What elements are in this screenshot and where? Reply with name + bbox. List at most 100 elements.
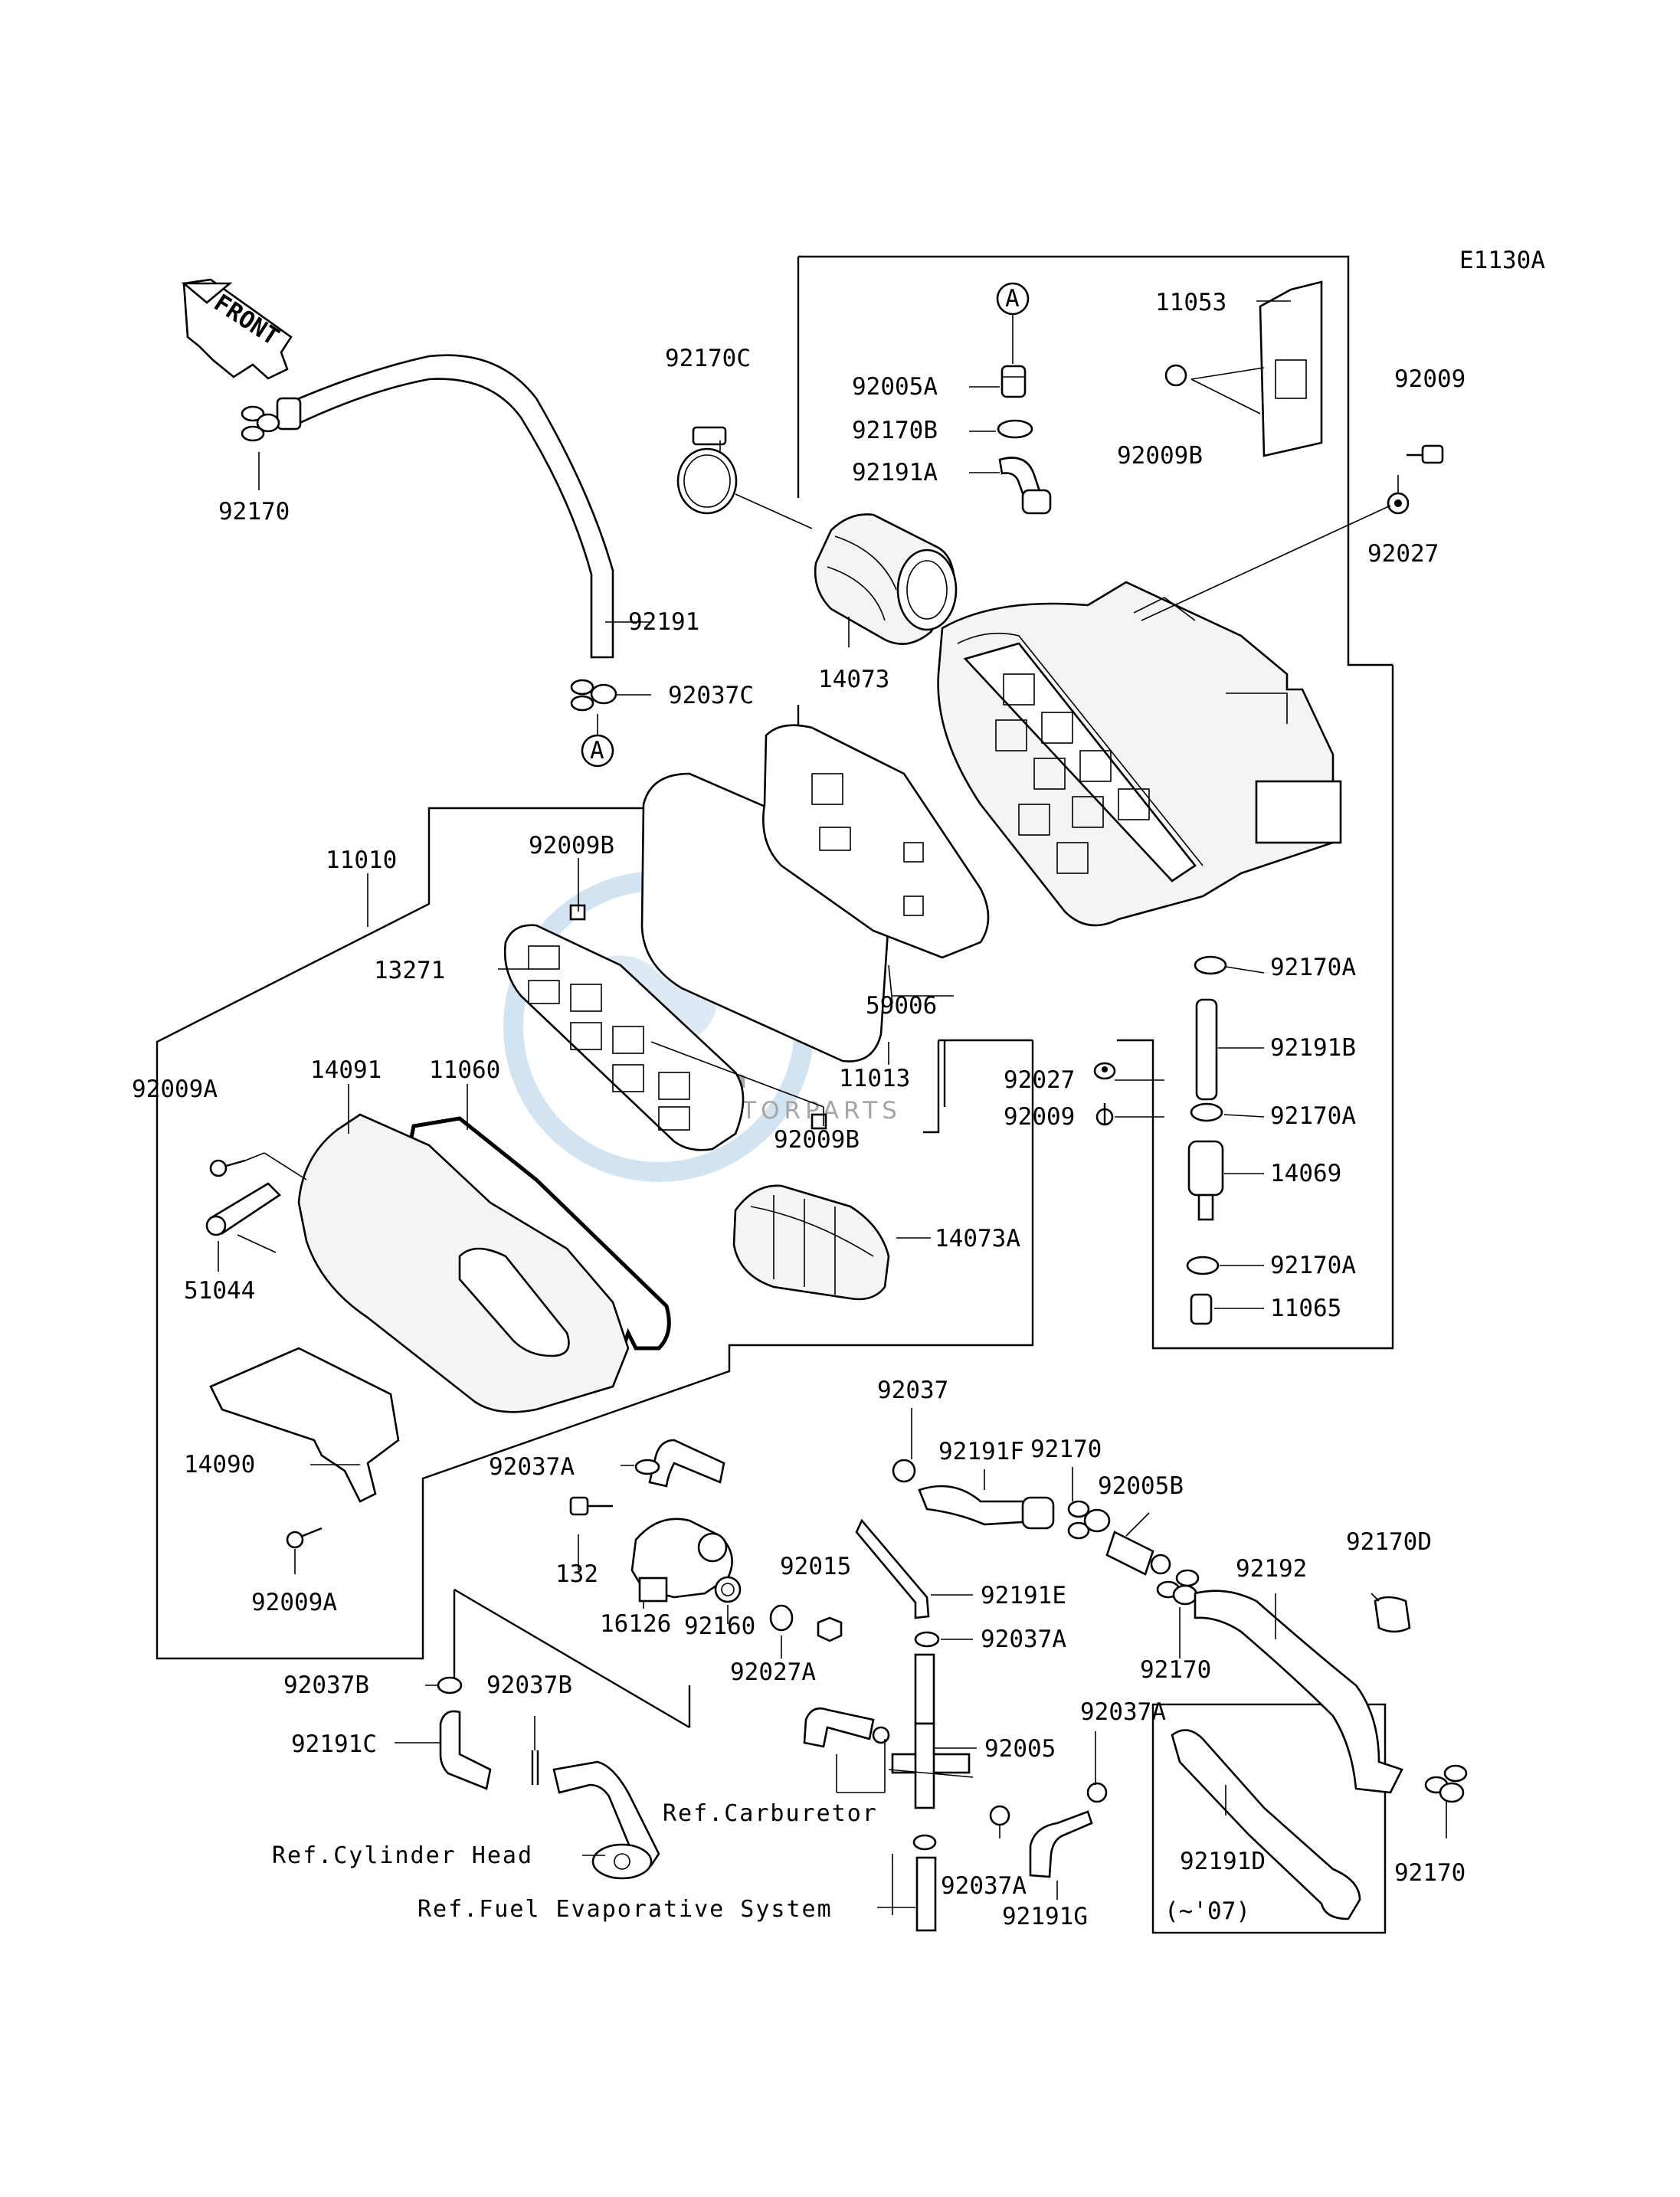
washer-92027-mid [1093,1062,1116,1080]
svg-text:A: A [590,737,604,765]
clamp-92037 [892,1459,916,1483]
bracket-11053 [1164,280,1323,457]
plate-13271 [503,904,827,1151]
label-92191c: 92191C [291,1730,377,1758]
label-92027-top: 92027 [1367,540,1439,568]
clamp-92037b-2 [531,1750,539,1785]
hose-92191e [648,1439,930,1619]
ref-carburetor: Ref.Carburetor [663,1800,878,1827]
clamp-92037b-1 [437,1676,463,1694]
label-92015: 92015 [780,1553,851,1580]
label-92009b-low: 92009B [774,1126,860,1154]
label-92009b-top: 92009B [1117,442,1203,470]
label-92005b: 92005B [1098,1472,1184,1500]
clamp-92170-right [1424,1764,1468,1803]
clamp-92170a-1 [1194,955,1227,975]
duct-14073 [814,513,958,645]
label-92009a-low: 92009A [251,1589,337,1616]
ref-fuel-evaporative-system: Ref.Fuel Evaporative System [418,1896,833,1923]
hose-ref-carburetor [803,1707,890,1748]
clamp-92170a-3 [1186,1256,1220,1275]
bolt-132 [569,1496,613,1516]
hose-92191a [998,457,1052,515]
clamp-92037a-1 [634,1459,660,1475]
filter-14069 [1187,1140,1224,1221]
label-92191: 92191 [628,608,699,636]
label-11053: 11053 [1155,289,1226,316]
clamp-92170-mid [1067,1500,1111,1540]
label-92009b-mid: 92009B [529,832,614,859]
clamp-92170a-2 [1190,1102,1223,1122]
washer-92027a [769,1604,794,1632]
label-14069: 14069 [1270,1160,1341,1187]
diagram-code: E1130A [1459,247,1545,274]
duct-14073a [732,1184,890,1301]
cover-11013 [762,724,990,959]
label-92037b-2: 92037B [486,1671,572,1699]
label-92191g: 92191G [1002,1903,1088,1930]
label-92037a-4: 92037A [941,1872,1027,1900]
label-92009a-top: 92009A [132,1076,218,1103]
label-92170a-1: 92170A [1270,954,1356,981]
label-92037: 92037 [877,1377,948,1404]
ref-cylinder-head: Ref.Cylinder Head [272,1842,533,1869]
label-92170d: 92170D [1346,1528,1432,1556]
clamp-92170d [1374,1596,1411,1633]
tube-11065 [1190,1293,1213,1325]
clamp-92170b [997,419,1033,439]
label-92191d: 92191D [1180,1848,1266,1875]
label-92170-top: 92170 [218,498,290,526]
fitting-92005b [1105,1531,1171,1576]
hose-92191d [1171,1729,1361,1920]
label-92005: 92005 [984,1735,1056,1763]
label-92005a: 92005A [852,373,938,401]
label-92170c: 92170C [665,345,751,372]
label-92170-mid: 92170 [1030,1436,1102,1463]
label-11060: 11060 [429,1056,500,1084]
cover-mesh [811,773,924,916]
label-51044: 51044 [184,1277,255,1305]
label-132: 132 [555,1560,598,1588]
label-92027-mid: 92027 [1004,1066,1075,1094]
note-model-range: (~'07) [1164,1897,1250,1925]
label-14090: 14090 [184,1451,255,1478]
label-16126: 16126 [600,1610,671,1638]
label-14091: 14091 [310,1056,382,1084]
label-13271: 13271 [374,957,445,984]
label-92009-top: 92009 [1394,365,1465,393]
label-92191b: 92191B [1270,1034,1356,1062]
plate-openings [528,945,690,1131]
front-direction-arrow: FRONT [181,278,293,380]
label-11013: 11013 [839,1065,910,1092]
label-92191a: 92191A [852,459,938,486]
label-11065: 11065 [1270,1295,1341,1322]
nut-92015 [817,1616,843,1642]
clamp-92037c [570,679,617,712]
label-92027a: 92027A [730,1658,816,1686]
bolt-92009a-low [286,1527,323,1549]
air-cleaner-housing [937,581,1342,927]
clamp-92170c [676,426,738,515]
label-92170-right: 92170 [1394,1859,1465,1887]
clamp-92037a-3 [1086,1782,1108,1803]
hose-92191g [1029,1810,1093,1878]
label-92191e: 92191E [981,1582,1066,1609]
part-labels: E1130A 11053 92009 92170C 92005A 92170B … [132,247,1545,1930]
label-11010: 11010 [326,846,397,874]
hose-92191 [276,354,614,659]
housing-grille [995,673,1150,874]
label-14073a: 14073A [935,1225,1020,1252]
bracket-14090 [209,1347,400,1503]
leader-lines [218,300,1447,1915]
label-92037a-2: 92037A [981,1626,1066,1653]
svg-text:A: A [1005,285,1020,313]
assembly-boundary-lines [156,255,1394,1934]
label-59006: 59006 [866,992,937,1020]
hose-92191f [918,1485,1055,1530]
label-92170b: 92170B [852,417,938,444]
label-92037a-3: 92037A [1080,1698,1166,1726]
tube-51044 [205,1182,282,1236]
label-92037c: 92037C [668,682,754,709]
label-92160: 92160 [684,1613,755,1640]
